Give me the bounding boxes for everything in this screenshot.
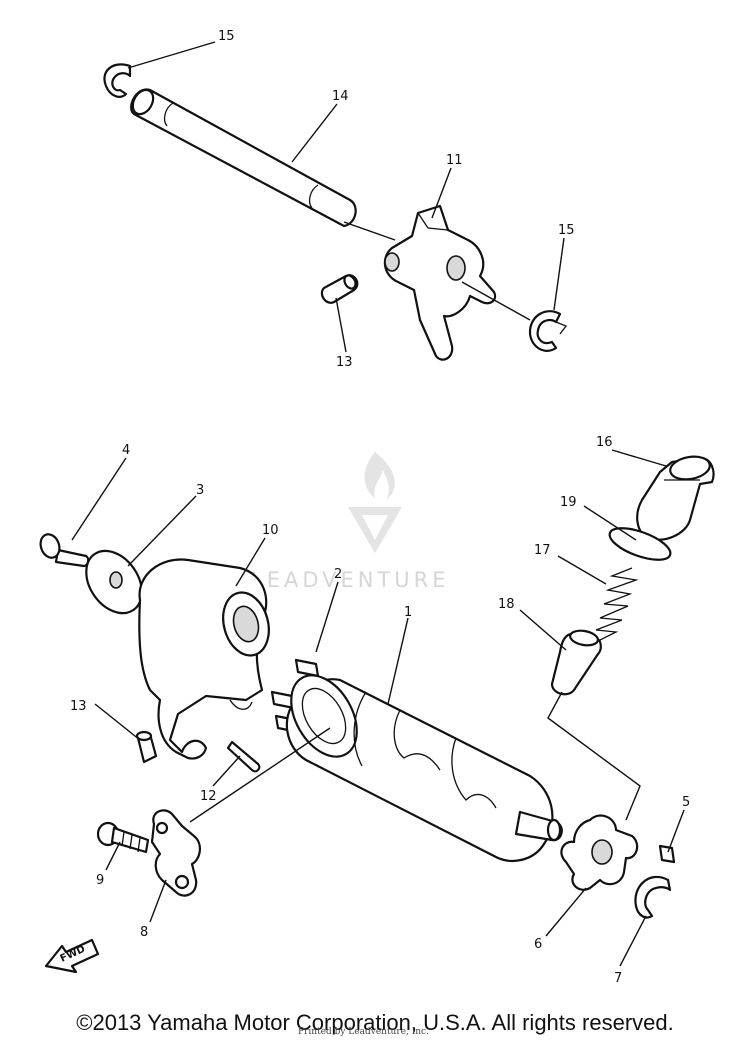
circlip-top-left [103,63,132,98]
callout-4: 4 [122,443,130,458]
shift-fork-shaft [130,88,357,228]
circlip-7 [634,875,672,919]
callout-6: 6 [534,937,542,952]
pin-5 [658,844,676,864]
fwd-arrow-icon: FWD [44,938,100,974]
callout-13-bottom: 13 [70,699,87,714]
bearing-holder [138,558,270,760]
callout-15-top-left: 15 [218,29,235,44]
circlip-top-right [528,310,568,352]
callout-11: 11 [446,153,463,168]
shift-fork [383,204,497,361]
dowel-pin-bottom [135,730,158,764]
callout-16: 16 [596,435,613,450]
bolt-9 [96,821,150,854]
spring-17 [591,567,639,645]
v-logo-icon [348,507,402,553]
callout-3: 3 [196,483,204,498]
washer-3 [85,549,143,615]
callout-5: 5 [682,795,690,810]
dowel-pin-top [320,274,359,304]
callout-17: 17 [534,543,551,558]
copyright-notice: ©2013 Yamaha Motor Corporation, U.S.A. A… [76,1010,674,1035]
callout-7: 7 [614,971,622,986]
callout-19: 19 [560,495,577,510]
callout-15-top-right: 15 [558,223,575,238]
screw-4 [39,533,90,568]
callout-18: 18 [498,597,515,612]
callout-12: 12 [200,789,217,804]
gasket-19 [608,527,672,561]
cotter-pin [226,740,261,773]
print-stamp: Printed by Leadventure, Inc. [298,1027,429,1037]
segment-plate-8 [150,809,201,897]
callout-2: 2 [334,567,342,582]
callout-1: 1 [404,605,412,620]
callout-8: 8 [140,925,148,940]
flame-logo-icon [364,452,395,500]
watermark-text: LEADVENTURE [251,568,450,592]
callout-9: 9 [96,873,104,888]
shift-drum [285,674,563,862]
callout-14: 14 [332,89,349,104]
callout-10: 10 [262,523,279,538]
plunger-18 [550,629,602,696]
leadventure-watermark: LEADVENTURE [251,452,450,592]
plug-16 [636,455,715,541]
callout-13-top: 13 [336,355,353,370]
segment-6 [560,814,639,891]
